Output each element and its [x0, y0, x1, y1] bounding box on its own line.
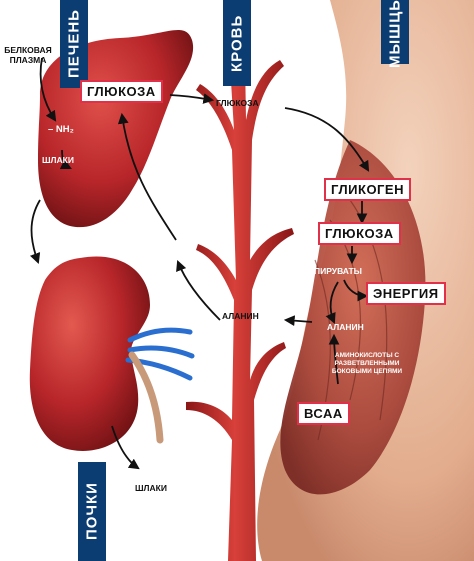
flow-arrows — [29, 57, 370, 470]
alanine-muscle-label: АЛАНИН — [327, 322, 364, 332]
blood-vessel — [186, 0, 294, 561]
liver-side-label: ПЕЧЕНЬ — [60, 0, 88, 88]
liver-waste-label: ШЛАКИ — [42, 155, 74, 165]
renal-vessels — [125, 327, 195, 381]
energy-box: ЭНЕРГИЯ — [366, 282, 446, 305]
glucose-blood-label: ГЛЮКОЗА — [216, 98, 259, 108]
alanine-blood-label: АЛАНИН — [222, 311, 259, 321]
glucose-muscle-box: ГЛЮКОЗА — [318, 222, 401, 245]
plasma-protein-label: БЕЛКОВАЯ ПЛАЗМА — [4, 45, 52, 65]
ureter — [128, 351, 164, 444]
kidneys-side-label: ПОЧКИ — [78, 462, 106, 561]
bcaa-box: ВСАА — [297, 402, 350, 425]
amino-acids-label: АМИНОКИСЛОТЫ С РАЗВЕТВЛЕННЫМИ БОКОВЫМИ Ц… — [331, 352, 403, 375]
kidney-organ — [29, 256, 150, 451]
blood-side-label: КРОВЬ — [223, 0, 251, 86]
nh2-label: – NH₂ — [48, 124, 74, 135]
glucose-liver-box: ГЛЮКОЗА — [80, 80, 163, 103]
muscles-side-label: МЫШЦЫ — [381, 0, 409, 68]
kidney-waste-label: ШЛАКИ — [135, 483, 167, 493]
glycogen-box: ГЛИКОГЕН — [324, 178, 411, 201]
pyruvates-label: ПИРУВАТЫ — [314, 266, 363, 276]
